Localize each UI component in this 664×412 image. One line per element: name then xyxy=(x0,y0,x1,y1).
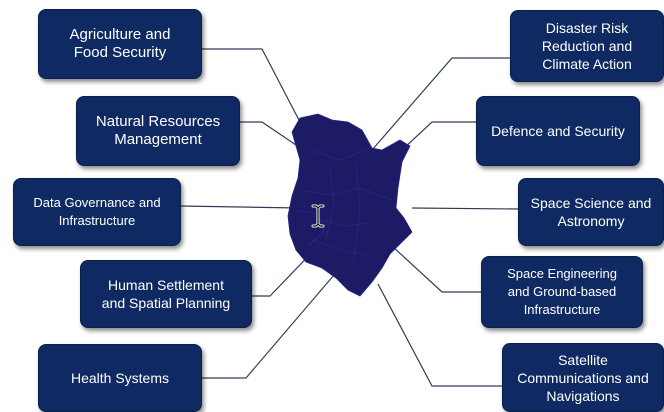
disaster-risk-box: Disaster Risk Reduction and Climate Acti… xyxy=(510,10,664,82)
connector-human-settlement xyxy=(252,243,321,297)
defence-security-label: Defence and Security xyxy=(491,123,625,139)
disaster-risk-label: Disaster Risk Reduction and Climate Acti… xyxy=(541,20,633,72)
text-cursor-icon xyxy=(311,204,325,228)
agriculture-label: Agriculture and Food Security xyxy=(69,26,171,61)
connector-disaster xyxy=(371,57,510,151)
satellite-communications-box: Satellite Communications and Navigations xyxy=(502,343,664,412)
kenya-map-icon xyxy=(287,113,413,297)
human-settlement-label: Human Settlement and Spatial Planning xyxy=(101,277,231,311)
defence-security-box: Defence and Security xyxy=(476,96,640,166)
connector-satellite xyxy=(377,283,502,387)
connector-space-science xyxy=(411,207,519,210)
connector-defence xyxy=(401,121,476,151)
space-science-box: Space Science and Astronomy xyxy=(518,178,664,246)
connector-natural-resources xyxy=(240,121,297,146)
connector-agriculture xyxy=(202,48,301,123)
connector-data-governance xyxy=(180,205,301,209)
agriculture-food-security-box: Agriculture and Food Security xyxy=(38,9,202,79)
data-governance-label: Data Governance and Infrastructure xyxy=(33,195,161,228)
data-governance-box: Data Governance and Infrastructure xyxy=(13,178,181,246)
satellite-label: Satellite Communications and Navigations xyxy=(517,351,649,404)
human-settlement-box: Human Settlement and Spatial Planning xyxy=(80,260,252,328)
connector-space-engineering xyxy=(391,245,481,293)
health-systems-label: Health Systems xyxy=(70,370,170,386)
natural-resources-box: Natural Resources Management xyxy=(76,96,240,166)
space-engineering-box: Space Engineering and Ground-based Infra… xyxy=(481,256,643,328)
natural-resources-label: Natural Resources Management xyxy=(95,113,221,148)
connector-health xyxy=(202,267,341,379)
health-systems-box: Health Systems xyxy=(38,344,202,412)
space-science-label: Space Science and Astronomy xyxy=(530,195,652,229)
space-engineering-label: Space Engineering and Ground-based Infra… xyxy=(507,266,617,317)
